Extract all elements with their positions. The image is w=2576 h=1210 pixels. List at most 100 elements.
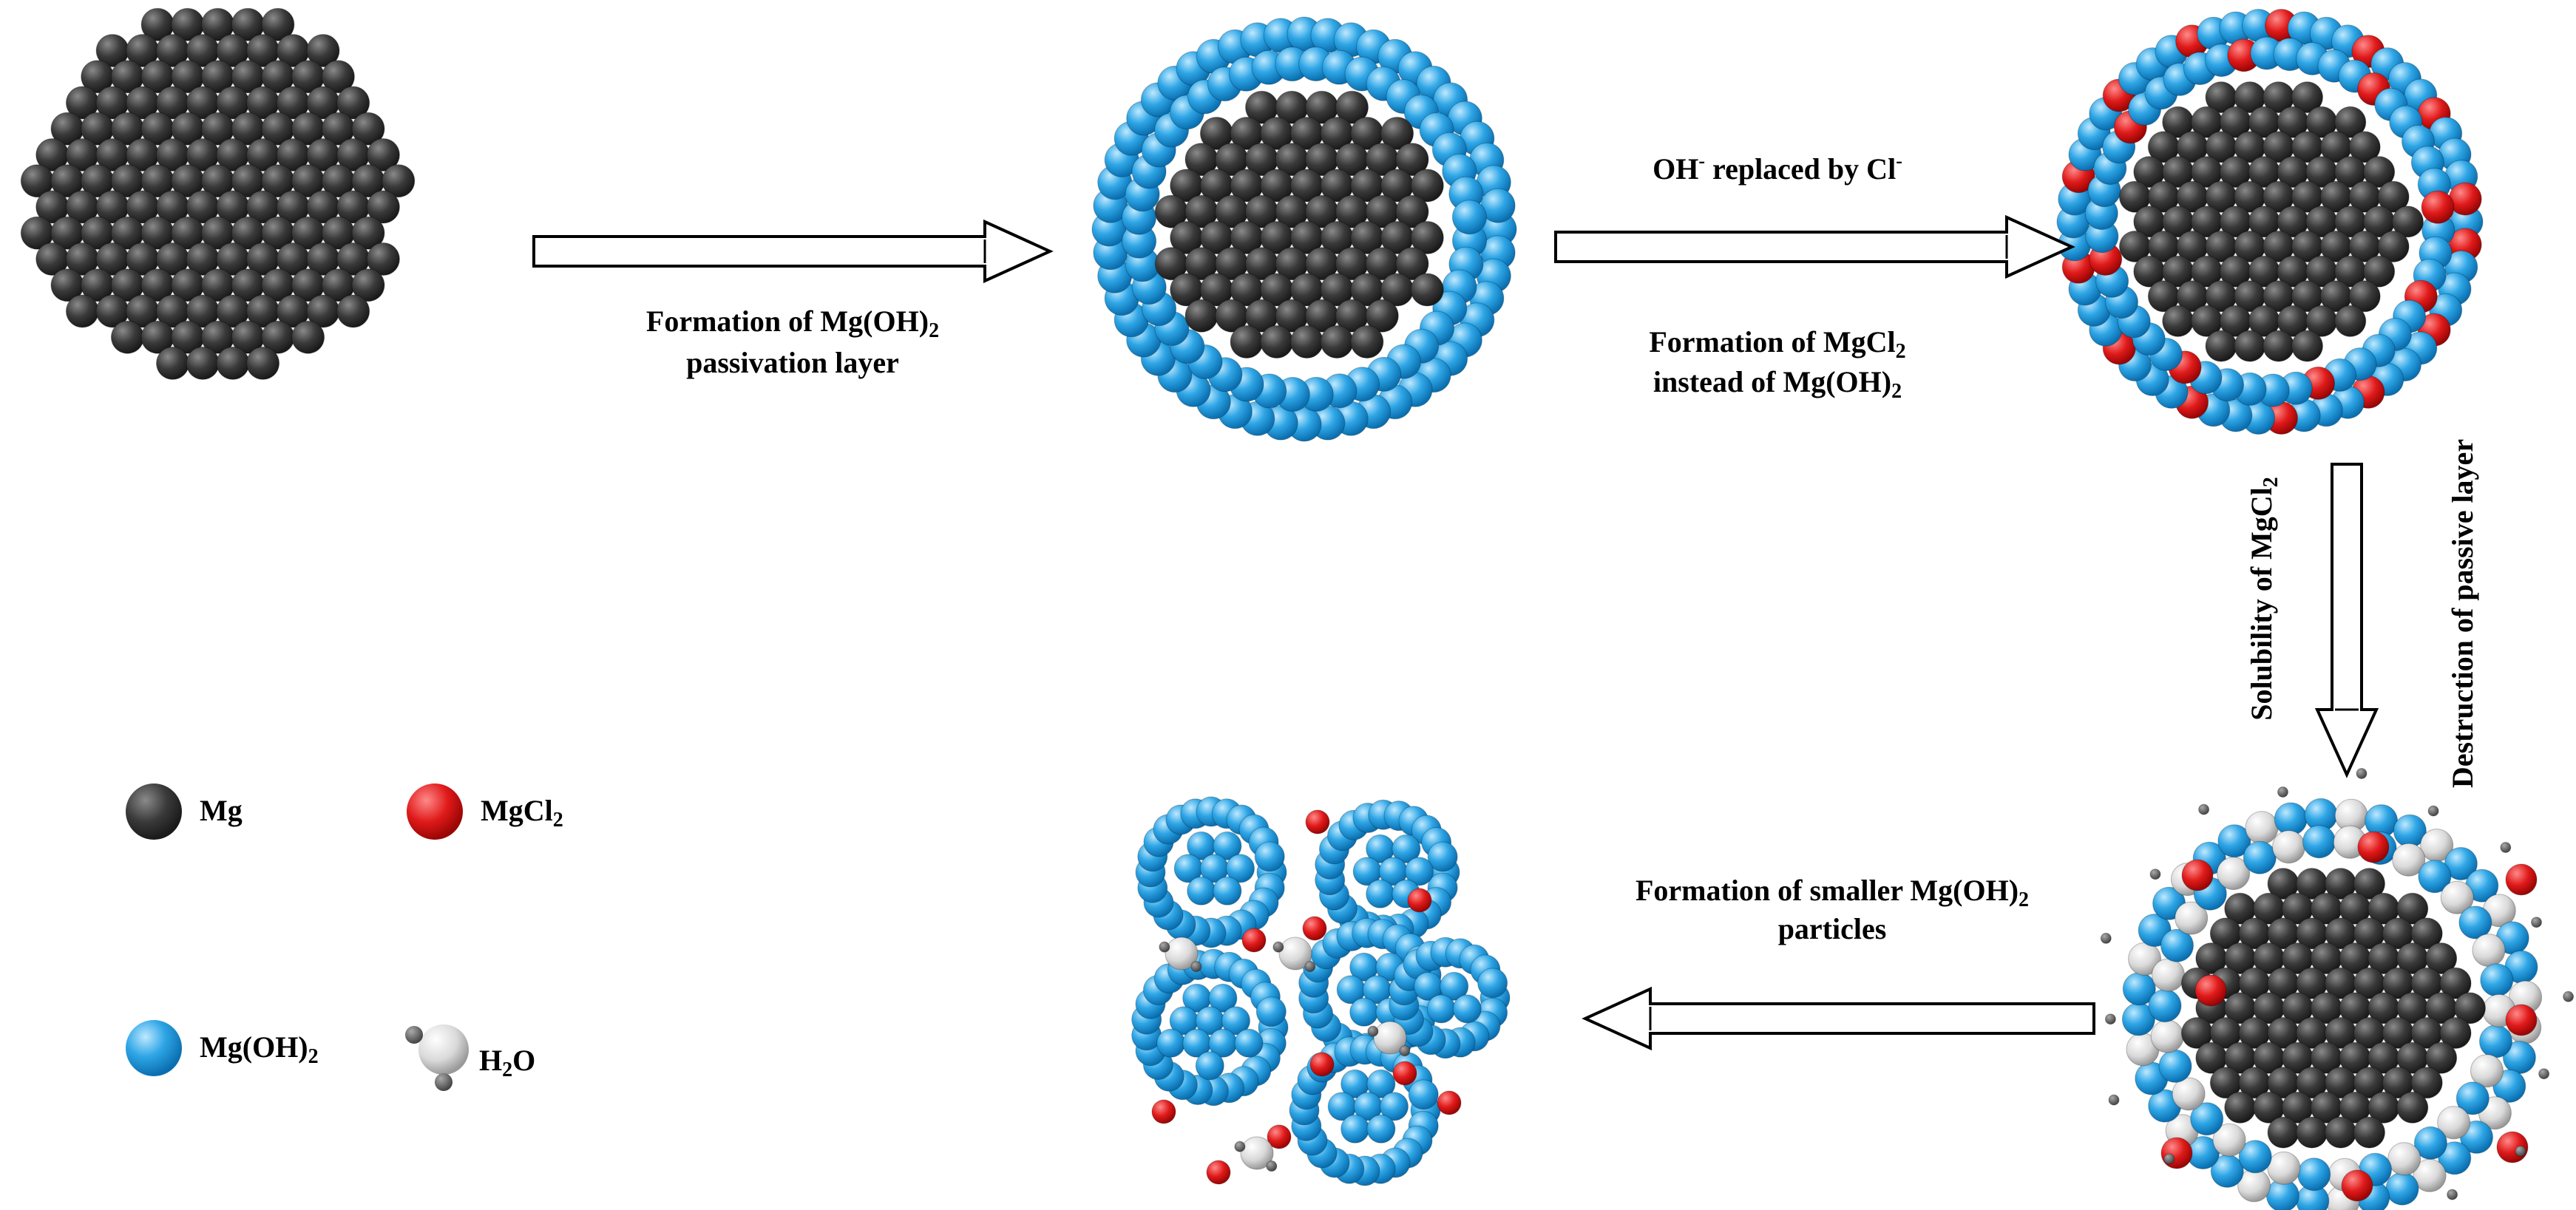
mgoh2-molecule xyxy=(1440,971,1469,1001)
mg-atom xyxy=(1184,299,1218,333)
mgoh2-molecule xyxy=(2479,1024,2512,1058)
mgcl2-molecule xyxy=(2421,190,2455,224)
h2o-molecule xyxy=(2387,1142,2421,1176)
h-atom xyxy=(2277,786,2288,798)
arrow-step4-icon xyxy=(1582,986,2095,1051)
h2o-molecule xyxy=(2175,901,2209,935)
step4-label: Formation of smaller Mg(OH)2 xyxy=(1636,874,2029,911)
mg-atom xyxy=(1365,299,1399,333)
h-atom xyxy=(2538,1068,2550,1080)
mgoh2-molecule xyxy=(2458,905,2492,939)
mg-atom xyxy=(2425,1041,2458,1074)
h2o-molecule xyxy=(2392,843,2426,877)
h2o-molecule xyxy=(1165,937,1199,971)
mgoh2-molecule xyxy=(1452,994,1482,1024)
mgcl2-molecule xyxy=(1407,888,1432,913)
mg-atom xyxy=(2377,180,2410,213)
mg-atom xyxy=(1290,325,1323,358)
mg-atom xyxy=(1410,221,1444,254)
mgoh2-molecule xyxy=(1408,1079,1439,1110)
mgoh2-molecule xyxy=(1208,983,1238,1013)
mgoh2-molecule xyxy=(1255,996,1287,1027)
mgoh2-molecule xyxy=(1221,1006,1250,1036)
mg-particle-layer-destruction xyxy=(2100,768,2575,1210)
mgoh2-molecule xyxy=(1477,968,1508,999)
black-sphere-icon xyxy=(126,784,182,840)
mg-atom xyxy=(65,294,99,328)
mg-atom xyxy=(2363,255,2396,288)
mgcl2-molecule xyxy=(2505,1004,2538,1036)
mgcl2-molecule xyxy=(2505,863,2538,896)
h2o-molecule xyxy=(2440,880,2474,914)
mgoh2-molecule xyxy=(2238,1140,2272,1174)
mg-atom xyxy=(366,242,400,276)
mgoh2-molecule xyxy=(2455,1081,2489,1115)
step2-top-label: OH- replaced by Cl- xyxy=(1653,150,1902,186)
mg-atom xyxy=(2353,1116,2385,1149)
h2o-molecule xyxy=(2217,857,2251,891)
mgoh2-molecule xyxy=(2413,1126,2447,1160)
arrow-step1-icon xyxy=(532,219,1054,284)
mgoh2-molecule xyxy=(1213,876,1242,905)
mgoh2-molecule xyxy=(1426,994,1456,1024)
mg-atom xyxy=(1410,169,1444,203)
mg-atom xyxy=(1380,117,1414,150)
mgoh2-molecule xyxy=(2243,840,2277,874)
mgoh2-molecule xyxy=(2438,1141,2472,1175)
mg-atom xyxy=(2348,280,2381,313)
mgcl2-molecule xyxy=(1305,809,1330,835)
step3-right-label: Destruction of passive layer xyxy=(2446,439,2479,788)
mg-atom xyxy=(2291,81,2323,114)
blue-sphere-icon xyxy=(126,1020,182,1076)
arrow-step2-icon xyxy=(1554,214,2075,279)
mgoh2-molecule xyxy=(2302,825,2336,859)
mg-atom xyxy=(2410,917,2443,950)
mgoh2-molecule xyxy=(1366,1069,1396,1098)
h2o-molecule xyxy=(2437,1106,2471,1140)
mg-atom xyxy=(1230,325,1264,358)
mgoh2-molecule xyxy=(2158,1049,2192,1083)
h-atom xyxy=(1304,961,1316,973)
mg-atom xyxy=(351,216,385,250)
mg-atom xyxy=(1260,325,1294,358)
h2o-molecule xyxy=(2150,1019,2184,1053)
h2o-molecule xyxy=(2212,1123,2246,1157)
mg-atom xyxy=(2263,330,2295,362)
mgoh2-molecule xyxy=(1187,876,1216,905)
mgcl2-molecule xyxy=(1309,1052,1335,1077)
mgoh2-molecule xyxy=(1451,200,1487,235)
mg-atom xyxy=(351,268,385,302)
mg-atom xyxy=(261,7,295,41)
mg-atom xyxy=(2348,131,2381,163)
mg-atom xyxy=(2425,942,2458,975)
h-atom xyxy=(1159,941,1170,953)
mg-atom xyxy=(2234,330,2266,362)
mg-atom xyxy=(2377,231,2410,262)
h-atom xyxy=(2108,1094,2120,1106)
mgoh2-molecule xyxy=(1226,854,1255,883)
mgoh2-molecule xyxy=(2190,1102,2224,1136)
h2o-molecule xyxy=(2267,1151,2301,1185)
h-atom xyxy=(2356,768,2367,779)
h2o-molecule xyxy=(2470,1054,2504,1088)
h2o-molecule xyxy=(1373,1021,1407,1055)
mg-atom xyxy=(2363,156,2396,188)
mg-particle-passivated xyxy=(1091,16,1517,442)
mg-atom xyxy=(2291,330,2323,362)
mgcl2-molecule xyxy=(2341,1169,2373,1202)
h-atom xyxy=(1367,1025,1379,1037)
mg-atom xyxy=(246,346,280,380)
mgoh2-molecule xyxy=(1213,831,1242,860)
water-molecule-icon xyxy=(405,1024,469,1091)
mgoh2-molecule xyxy=(1156,1028,1186,1058)
mgcl2-molecule xyxy=(1151,1099,1176,1124)
h-atom xyxy=(2500,842,2512,853)
mg-atom xyxy=(1320,325,1354,358)
mgoh2-molecule xyxy=(2480,963,2514,997)
h2o-molecule xyxy=(2272,830,2305,864)
mg-atom xyxy=(336,294,370,328)
mgoh2-molecule xyxy=(2297,1158,2331,1192)
mgcl2-molecule xyxy=(1437,1090,1462,1115)
mgoh2-molecule xyxy=(1366,1114,1396,1143)
